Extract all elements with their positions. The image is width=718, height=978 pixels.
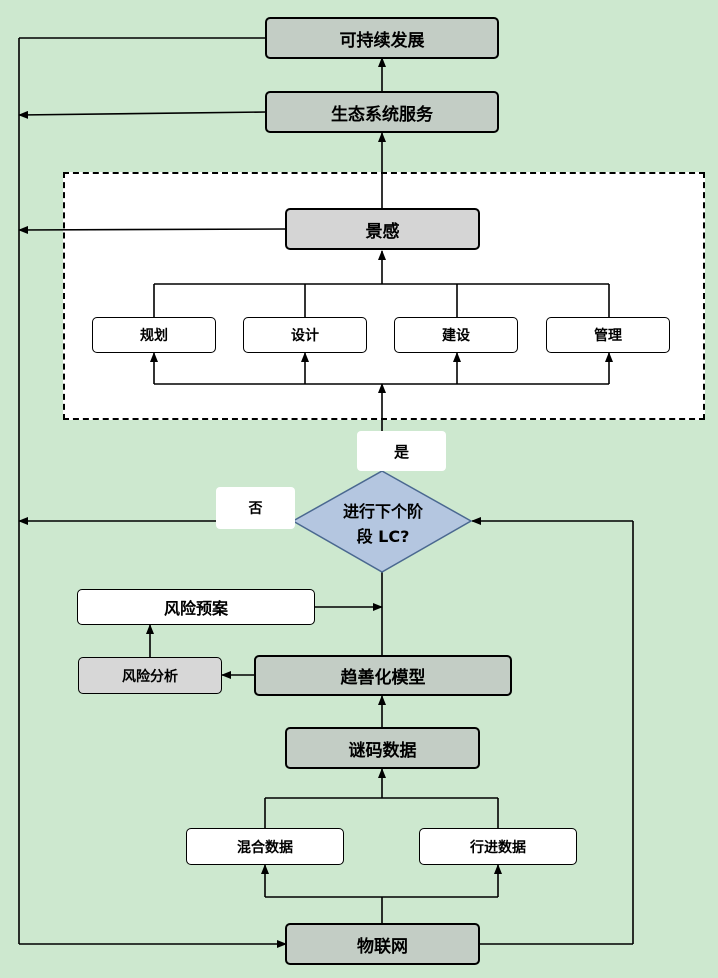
node-management: 管理 xyxy=(546,317,670,353)
node-planning: 规划 xyxy=(92,317,216,353)
feedback-to-landscape xyxy=(18,225,287,234)
label-yes: 是 xyxy=(357,431,446,471)
node-travel-data: 行进数据 xyxy=(419,828,577,865)
decision-label: 进行下个阶 段 LC? xyxy=(318,496,448,552)
decision-label-line1: 进行下个阶 xyxy=(342,502,423,521)
node-construction: 建设 xyxy=(394,317,518,353)
node-optimization-model: 趋善化模型 xyxy=(254,655,512,696)
node-iot: 物联网 xyxy=(285,923,480,965)
decision-diamond xyxy=(291,470,473,573)
node-ecosystem-services: 生态系统服务 xyxy=(265,91,499,133)
node-riddle-data: 谜码数据 xyxy=(285,727,480,769)
node-sustainable-development: 可持续发展 xyxy=(265,17,499,59)
node-risk-plan: 风险预案 xyxy=(77,589,315,625)
node-landscape-perception: 景感 xyxy=(285,208,480,250)
feedback-to-ecosystem xyxy=(18,110,267,119)
node-design: 设计 xyxy=(243,317,367,353)
label-no: 否 xyxy=(216,487,295,529)
node-risk-analysis: 风险分析 xyxy=(78,657,222,694)
node-mixed-data: 混合数据 xyxy=(186,828,344,865)
decision-label-line2: 段 LC? xyxy=(356,527,410,546)
